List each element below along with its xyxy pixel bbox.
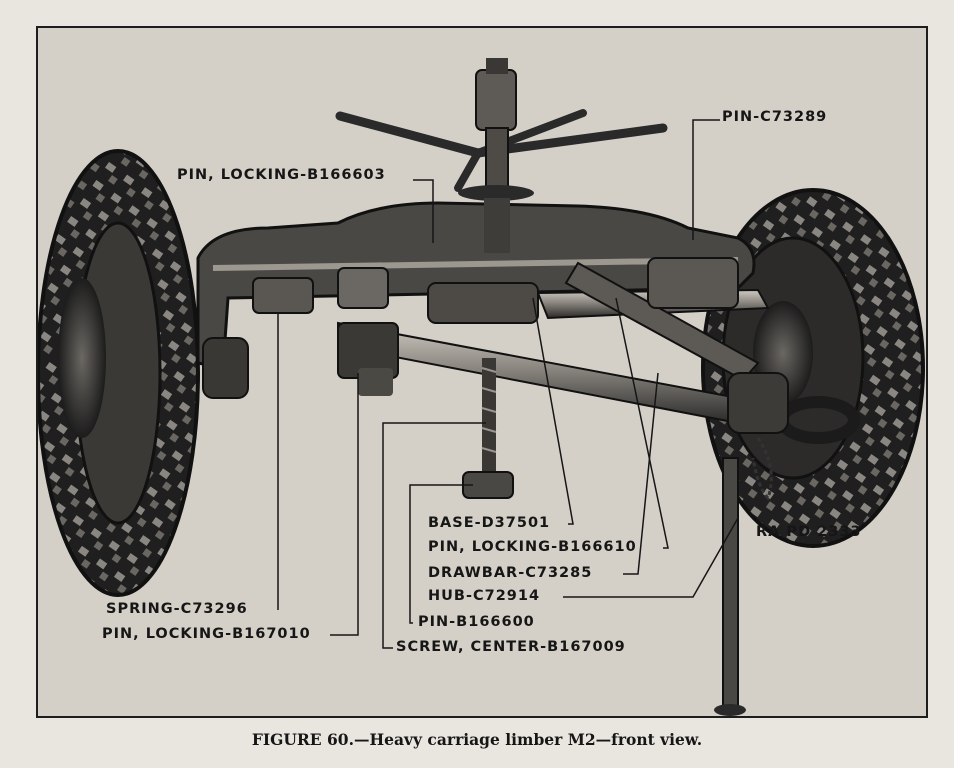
leader-screw-center [382,422,486,649]
leader-hub [563,517,739,598]
center-screw [462,358,514,499]
label-pin-locking-b166610: PIN, LOCKING-B166610 [428,539,637,555]
leader-lines [277,119,739,649]
leader-pin-locking-167010 [330,373,359,636]
leader-drawbar [623,372,659,575]
right-wheel [701,188,925,548]
left-wheel [38,149,200,597]
label-base-d37501: BASE-D37501 [428,515,551,531]
limber-illustration [38,58,925,716]
prop-stand [714,437,773,716]
leader-pin-locking-166610 [615,297,669,549]
figure-caption: FIGURE 60.—Heavy carriage limber M2—fron… [251,730,703,749]
label-spring-c73296: SPRING-C73296 [106,601,248,617]
leader-pin-166600 [409,484,473,624]
leader-base [532,297,574,525]
leader-pin-top-right [692,119,720,240]
label-pin-b166600: PIN-B166600 [418,614,535,630]
label-drawbar-c73285: DRAWBAR-C73285 [428,565,593,581]
label-ra-pd-2333: RA PD 2333 [756,524,862,540]
label-pin-c73289: PIN-C73289 [722,109,828,125]
label-screw-center-b167009: SCREW, CENTER-B167009 [396,639,626,655]
label-pin-locking-b167010: PIN, LOCKING-B167010 [102,626,311,642]
figure-photo-frame: PIN, LOCKING-B166603 PIN-C73289 BASE-D37… [36,26,928,718]
mechanism-details [252,257,739,396]
handwheel-assembly [335,58,668,253]
leader-pin-locking-top [413,179,434,243]
label-hub-c72914: HUB-C72914 [428,588,541,604]
label-pin-locking-b166603: PIN, LOCKING-B166603 [177,167,386,183]
